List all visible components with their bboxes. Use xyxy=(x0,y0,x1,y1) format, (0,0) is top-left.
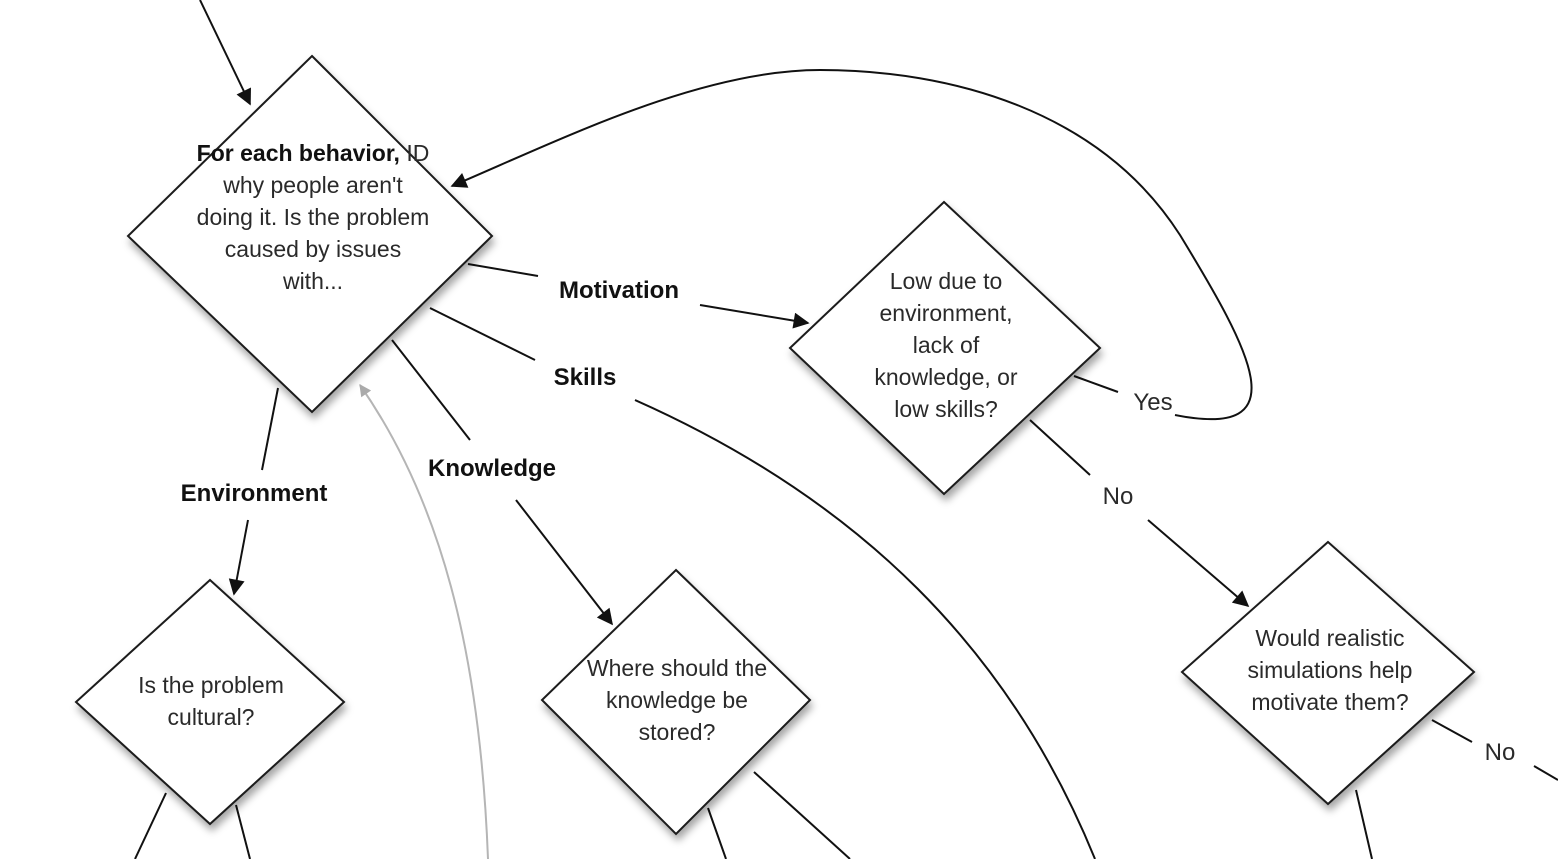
edge-sim-out xyxy=(1355,789,1373,859)
edge-knowledge-b xyxy=(515,499,613,626)
edge-motivation-b xyxy=(699,304,810,329)
knowledge-node-text: Where should the knowledge be stored? xyxy=(586,655,768,745)
decision-cultural-diamond xyxy=(74,578,346,826)
edge-no1-a xyxy=(1029,419,1091,476)
decision-knowledge-diamond xyxy=(540,568,812,836)
edge-skills-b xyxy=(634,399,1096,859)
edge-label-skills: Skills xyxy=(553,364,617,391)
decision-simulations-diamond xyxy=(1180,540,1476,806)
edge-label-motivation: Motivation xyxy=(559,277,679,304)
motivation-node-text: Low due to environment, lack of knowledg… xyxy=(874,268,1018,422)
edge-cultural-out-1 xyxy=(134,792,167,859)
edge-label-knowledge: Knowledge xyxy=(427,455,557,482)
edge-incoming xyxy=(199,0,251,106)
edge-knowledge-out-2 xyxy=(753,771,851,859)
edge-label-environment: Environment xyxy=(180,480,328,507)
decision-start-diamond xyxy=(126,54,494,414)
edge-skills-a xyxy=(429,307,536,361)
simulations-node-text: Would realistic simulations help motivat… xyxy=(1247,625,1413,715)
cultural-node-text: Is the problem cultural? xyxy=(138,672,284,730)
edge-yes-a xyxy=(1073,375,1119,393)
edge-no2-a xyxy=(1431,719,1473,743)
edge-loop-back xyxy=(450,68,1253,421)
decision-motivation-diamond xyxy=(788,200,1102,496)
edge-environment-a xyxy=(261,387,279,471)
edge-label-yes: Yes xyxy=(1133,389,1173,416)
edge-environment-b xyxy=(228,519,249,596)
edge-label-no-2: No xyxy=(1484,739,1516,766)
edge-knowledge-out-1 xyxy=(707,807,727,859)
edge-no1-b xyxy=(1147,519,1250,608)
start-node-bold: For each behavior, xyxy=(196,140,400,166)
start-node-text: For each behavior, ID why people aren't … xyxy=(195,137,431,297)
edge-gray-return xyxy=(359,384,489,859)
edge-motivation-a xyxy=(467,263,539,277)
start-node-rest: ID why people aren't doing it. Is the pr… xyxy=(196,140,430,294)
edge-knowledge-a xyxy=(391,339,471,441)
edge-cultural-out-2 xyxy=(235,804,251,859)
edge-no2-b xyxy=(1533,765,1558,781)
edge-label-no-1: No xyxy=(1102,483,1134,510)
